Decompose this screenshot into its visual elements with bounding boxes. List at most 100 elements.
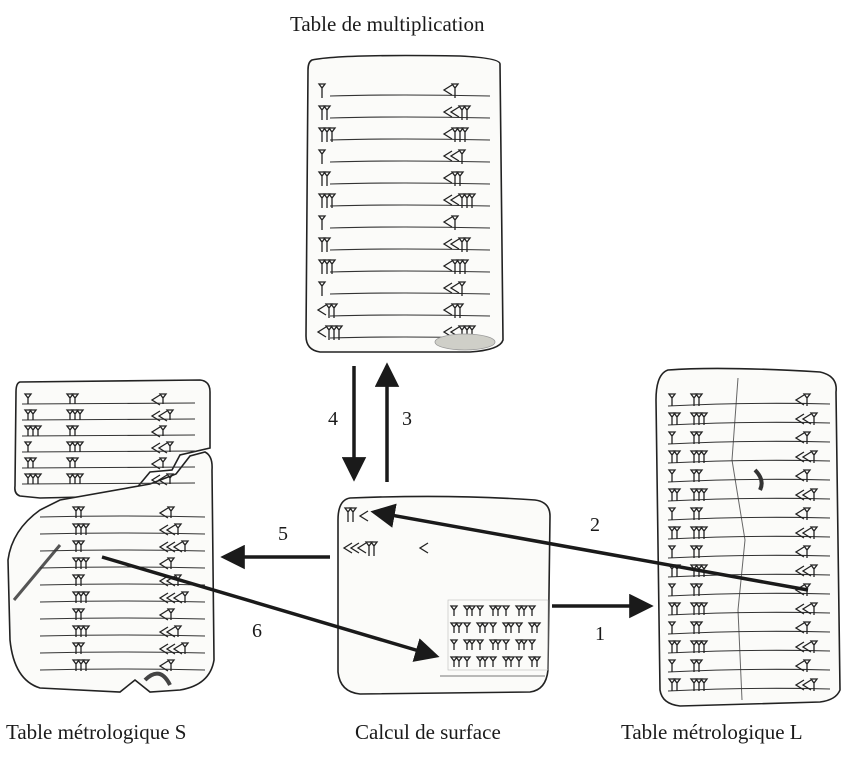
cuneiform-stroke [442,194,453,206]
cuneiform-stroke [527,622,537,633]
cuneiform-stroke [450,215,460,230]
cuneiform-stroke [23,441,33,452]
cuneiform-stroke [322,127,332,142]
cuneiform-stroke [450,83,460,98]
cuneiform-stroke [454,622,464,633]
cuneiform-stroke [81,591,91,603]
cuneiform-stroke [442,172,453,184]
cuneiform-stroke [689,640,699,653]
cuneiform-stroke [689,621,699,634]
cuneiform-stroke [802,545,812,558]
cuneiform-stroke [809,450,819,463]
cuneiform-stroke [667,687,831,692]
cuneiform-stroke [81,557,91,569]
cuneiform-stroke [329,116,491,119]
cuneiform-stroke [324,325,334,340]
cuneiform-stroke [480,656,490,667]
cuneiform-stroke [460,127,470,142]
cuneiform-stroke [689,659,699,672]
cuneiform-stroke [689,412,699,425]
cuneiform-stroke [689,393,699,406]
cuneiform-stroke [71,523,81,535]
cuneiform-stroke [667,573,831,578]
cuneiform-stroke [317,281,327,296]
cuneiform-stroke [667,450,677,463]
cuneiform-stroke [689,431,699,444]
cuneiform-stroke [450,303,460,318]
cuneiform-stroke [667,516,831,521]
cuneiform-stroke [158,541,169,553]
cuneiform-stroke [449,656,459,667]
label-surface-calculation: Calcul de surface [355,720,501,744]
cuneiform-stroke [150,442,161,454]
cuneiform-stroke [327,259,337,274]
cuneiform-stroke [794,394,805,406]
cuneiform-stroke [442,84,453,96]
cuneiform-stroke [76,591,86,603]
cuneiform-stroke [801,489,812,501]
cuneiform-stroke [180,540,190,552]
cuneiform-stroke [794,451,805,463]
cuneiform-stroke [802,431,812,444]
cuneiform-stroke [21,466,196,469]
cuneiform-stroke [75,409,85,420]
cuneiform-stroke [165,441,175,452]
cuneiform-stroke [329,303,339,318]
cuneiform-stroke [75,473,85,484]
cuneiform-stroke [689,488,699,501]
cuneiform-stroke [23,409,33,420]
cuneiform-stroke [180,642,190,654]
cuneiform-stroke [694,659,704,672]
cuneiform-stroke [457,193,467,208]
cuneiform-stroke [462,656,472,667]
cuneiform-stroke [699,412,709,425]
cuneiform-stroke [794,508,805,520]
cuneiform-stroke [39,617,206,620]
cuneiform-stroke [532,656,542,667]
cuneiform-stroke [21,402,196,405]
cuneiform-stroke [317,237,327,252]
cuneiform-stroke [317,193,327,208]
cuneiform-stroke [329,248,491,251]
cuneiform-stroke [150,458,161,470]
cuneiform-stroke [70,425,80,436]
cuneiform-stroke [76,642,86,654]
cuneiform-stroke [699,488,709,501]
arrow-6-label: 6 [252,620,262,642]
cuneiform-stroke [21,418,196,421]
arrow-3-label: 3 [402,408,412,430]
cuneiform-stroke [488,656,498,667]
cuneiform-stroke [76,557,86,569]
cuneiform-stroke [457,281,467,296]
cuneiform-stroke [694,526,704,539]
cuneiform-stroke [158,457,168,468]
cuneiform-stroke [694,640,704,653]
cuneiform-stroke [329,94,491,97]
cuneiform-stroke [794,603,805,615]
cuneiform-stroke [667,659,677,672]
cuneiform-stroke [157,474,168,486]
cuneiform-stroke [699,526,709,539]
cuneiform-stroke [467,639,477,650]
cuneiform-stroke [158,575,169,587]
cuneiform-stroke [449,639,459,650]
cuneiform-stroke [173,523,183,535]
cuneiform-stroke [689,450,699,463]
cuneiform-stroke [39,583,206,586]
cuneiform-stroke [794,527,805,539]
cuneiform-stroke [71,574,81,586]
cuneiform-stroke [667,497,831,502]
cuneiform-stroke [462,639,472,650]
cuneiform-stroke [76,523,86,535]
label-multiplication-table: Table de multiplication [290,12,485,36]
cuneiform-stroke [39,668,206,671]
cuneiform-stroke [329,138,491,141]
cuneiform-stroke [165,473,175,484]
cuneiform-stroke [349,542,360,554]
cuneiform-stroke [317,149,327,164]
cuneiform-stroke [527,656,537,667]
cuneiform-stroke [71,608,81,620]
cuneiform-stroke [317,259,327,274]
cuneiform-stroke [454,656,464,667]
